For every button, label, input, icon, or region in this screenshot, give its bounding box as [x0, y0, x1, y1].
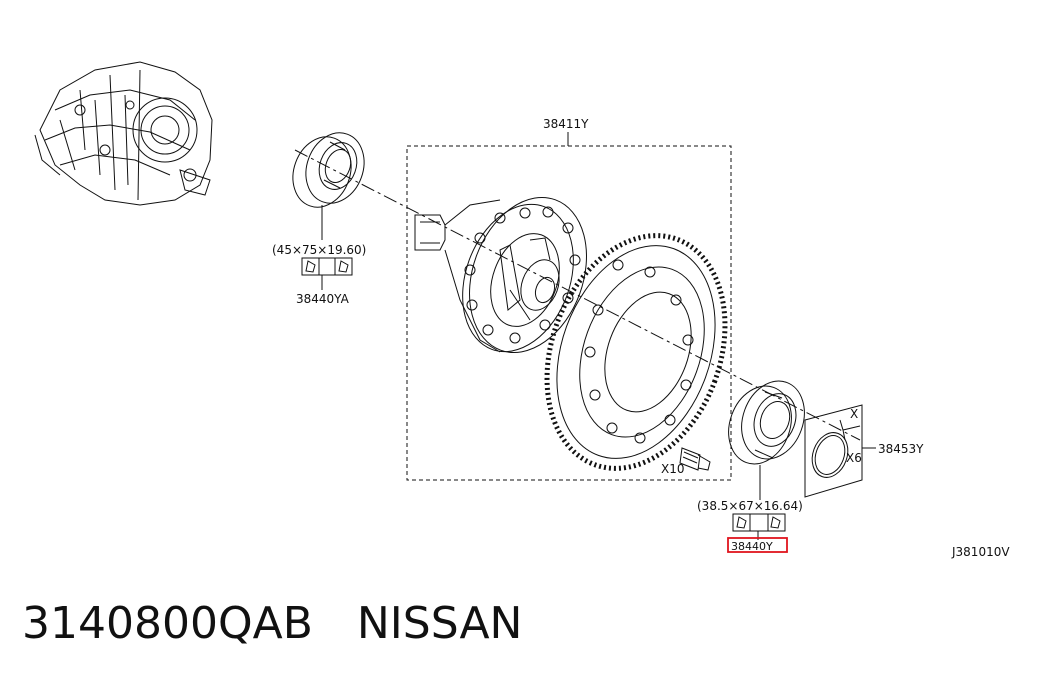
label-38453Y[interactable]: 38453Y [878, 442, 924, 456]
left-bearing-symbol [301, 257, 353, 276]
diagram-code: J381010V [951, 545, 1010, 559]
label-38440Y[interactable]: 38440Y [731, 540, 773, 553]
left-bearing-drawing [292, 132, 365, 208]
right-bearing-drawing [728, 380, 805, 465]
label-right-bearing-size: (38.5×67×16.64) [697, 499, 803, 513]
label-shim-qty: X6 [846, 451, 862, 465]
exploded-parts-diagram: 38411Y (45×75×19.60) 38440YA X10 X X6 38… [34, 61, 1010, 559]
ring-gear-drawing [544, 233, 728, 471]
transmission-thumbnail [34, 61, 213, 206]
label-38411Y[interactable]: 38411Y [543, 117, 589, 131]
assembly-boundary-box [406, 145, 732, 481]
part-caption: 3140800QAB NISSAN [22, 598, 522, 649]
differential-case-drawing [414, 197, 587, 353]
label-38440YA[interactable]: 38440YA [296, 292, 350, 306]
brand-name: NISSAN [356, 598, 523, 649]
axis-centerline [294, 149, 861, 441]
bolt-drawing [679, 447, 711, 471]
right-bearing-symbol [732, 513, 786, 532]
part-number: 3140800QAB [22, 598, 313, 649]
label-left-bearing-size: (45×75×19.60) [272, 243, 366, 257]
highlight-box [727, 537, 788, 553]
shim-drawing [804, 404, 863, 498]
label-bolt-qty: X10 [661, 462, 685, 476]
label-shim-dim: X [850, 407, 858, 421]
